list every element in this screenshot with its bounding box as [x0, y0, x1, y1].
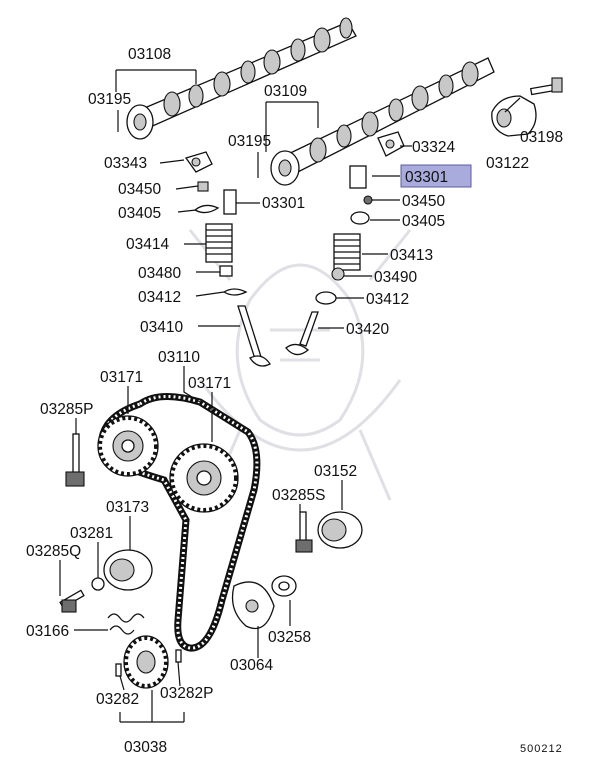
callout-03490[interactable]: 03490 [374, 269, 417, 286]
callout-03301-highlight[interactable]: 03301 [405, 169, 448, 186]
leader-lines [59, 69, 521, 723]
tensioner-03173 [103, 549, 153, 591]
callout-03405-right[interactable]: 03405 [402, 213, 445, 230]
callout-03285S[interactable]: 03285S [272, 487, 325, 504]
callout-03410[interactable]: 03410 [140, 319, 183, 336]
callout-03412-left[interactable]: 03412 [138, 289, 181, 306]
callout-03109[interactable]: 03109 [264, 83, 307, 100]
callout-03281[interactable]: 03281 [70, 525, 113, 542]
callout-03414[interactable]: 03414 [126, 236, 169, 253]
seat-03412-right [315, 291, 337, 305]
lash-adjuster-03301 [349, 165, 367, 189]
bolt-03285P [65, 433, 85, 487]
bolt-03285Q [59, 589, 85, 613]
spring-03166 [107, 613, 145, 635]
callout-03064[interactable]: 03064 [230, 657, 273, 674]
callout-03285P[interactable]: 03285P [40, 401, 93, 418]
spring-03413 [333, 233, 361, 271]
callout-03285Q[interactable]: 03285Q [26, 543, 81, 560]
diagram-code: 500212 [520, 743, 563, 755]
callout-03258[interactable]: 03258 [268, 629, 311, 646]
callout-03413[interactable]: 03413 [390, 247, 433, 264]
callout-03171-right[interactable]: 03171 [188, 375, 231, 392]
spring-03414 [205, 223, 233, 263]
cap-03450-left [197, 181, 209, 192]
callout-03480[interactable]: 03480 [138, 265, 181, 282]
sprocket-03171-right [169, 443, 239, 513]
bolt-03198 [529, 77, 563, 96]
camshaft-right [270, 57, 495, 186]
callout-03301-left[interactable]: 03301 [262, 195, 305, 212]
callout-03166[interactable]: 03166 [26, 623, 69, 640]
callout-03110[interactable]: 03110 [158, 349, 200, 366]
callout-03282[interactable]: 03282 [96, 691, 139, 708]
callout-03195-left[interactable]: 03195 [88, 91, 131, 108]
seal-03490 [331, 267, 345, 281]
distributor-adapter [491, 95, 537, 137]
callout-03152[interactable]: 03152 [314, 463, 357, 480]
key-03282 [115, 663, 122, 677]
callout-03108[interactable]: 03108 [128, 46, 171, 63]
callout-03122[interactable]: 03122 [486, 155, 529, 172]
rocker-arm-right [377, 131, 405, 157]
washer-03258 [271, 575, 297, 597]
callout-03198[interactable]: 03198 [520, 129, 563, 146]
callout-03450-left[interactable]: 03450 [118, 181, 161, 198]
callout-03412-right[interactable]: 03412 [366, 291, 409, 308]
valve-03420 [285, 311, 319, 356]
highlight-box-03301 [400, 164, 472, 188]
callout-03450-right[interactable]: 03450 [402, 193, 445, 210]
retainer-03405-left [193, 204, 220, 214]
camshaft-left [126, 17, 357, 140]
callout-03282P[interactable]: 03282P [160, 685, 213, 702]
idler-pulley-03152 [317, 511, 363, 549]
lash-adjuster-left [223, 189, 237, 215]
washer-03281 [91, 577, 105, 591]
valve-03410 [237, 305, 271, 367]
callout-labels: 03108 03195 03109 03195 03324 03198 0312… [26, 46, 563, 756]
bolt-03285S [295, 511, 313, 553]
callout-03038[interactable]: 03038 [124, 739, 167, 756]
crank-sprocket-03038 [123, 635, 169, 689]
sprocket-03171-left [97, 415, 159, 477]
seat-03412-left [222, 288, 248, 296]
callout-03195-mid[interactable]: 03195 [228, 133, 271, 150]
callout-03171-left[interactable]: 03171 [100, 369, 143, 386]
callout-03173[interactable]: 03173 [106, 499, 149, 516]
cap-03450-right [363, 195, 373, 205]
callout-03324[interactable]: 03324 [412, 139, 455, 156]
rocker-arm-left [184, 151, 213, 173]
flange-03064 [231, 581, 275, 630]
callout-03420[interactable]: 03420 [346, 321, 389, 338]
callout-03343[interactable]: 03343 [104, 155, 147, 172]
seal-03480 [219, 265, 233, 277]
retainer-03405-right [350, 211, 370, 225]
key-03282P [175, 649, 182, 663]
callout-03405-left[interactable]: 03405 [118, 205, 161, 222]
